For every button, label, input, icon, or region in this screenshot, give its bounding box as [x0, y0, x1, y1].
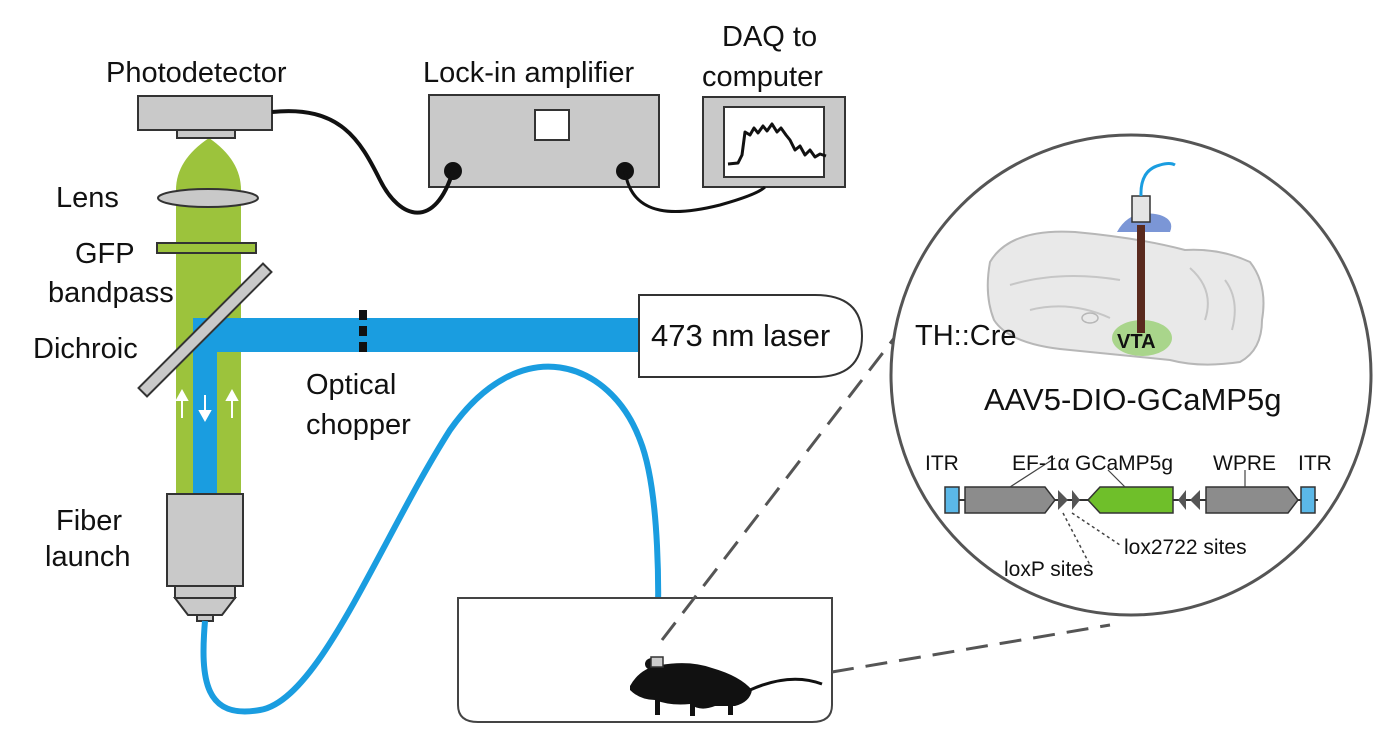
itr-left-box: [944, 486, 960, 514]
daq-label-line1: DAQ to: [722, 21, 817, 53]
up-arrow-icon: [175, 388, 189, 418]
photodetector: [137, 95, 273, 139]
lock-in-amplifier: [428, 94, 660, 188]
optical-fiber: [200, 363, 662, 715]
lockin-amplifier-label: Lock-in amplifier: [423, 57, 634, 89]
fiber-launch-label-line2: launch: [45, 541, 130, 573]
lens-label: Lens: [56, 182, 119, 214]
ef1a-label: EF-1α: [1012, 452, 1070, 475]
gcamp-arrow: [1086, 486, 1174, 514]
daq-cable: [623, 170, 767, 214]
construct-map: [944, 457, 1318, 566]
daq-monitor: [702, 96, 846, 188]
daq-trace: [727, 122, 827, 166]
up-arrow-icon: [225, 388, 239, 418]
chopper-label-line2: chopper: [306, 409, 411, 441]
gfp-bandpass-filter: [156, 242, 257, 254]
inset-fiber-cable: [1139, 162, 1176, 197]
head-implant: [650, 656, 664, 668]
gcamp-label: GCaMP5g: [1075, 452, 1173, 475]
photodetector-cable: [271, 109, 455, 215]
lox2722-label: lox2722 sites: [1124, 536, 1247, 559]
laser-473nm: [638, 294, 864, 378]
wpre-arrow: [1205, 486, 1299, 514]
wpre-label: WPRE: [1213, 452, 1276, 475]
zoom-line-lower: [831, 623, 1111, 674]
down-arrow-icon: [198, 395, 212, 423]
gfp-label-line1: GFP: [75, 238, 135, 270]
implanted-fiber: [1137, 225, 1145, 333]
ferrule: [1131, 195, 1151, 223]
dichroic-label: Dichroic: [33, 333, 138, 365]
aav-label: AAV5-DIO-GCaMP5g: [984, 382, 1281, 417]
ef1a-arrow: [964, 486, 1056, 514]
photodetector-label: Photodetector: [106, 57, 287, 89]
lens: [157, 188, 259, 208]
blue-horizontal-beam: [193, 318, 643, 352]
gfp-label-line2: bandpass: [48, 277, 174, 309]
itr-right-label: ITR: [1298, 452, 1332, 475]
daq-label-line2: computer: [702, 61, 823, 93]
behavior-tray: [457, 597, 833, 723]
itr-right-box: [1300, 486, 1316, 514]
dichroic-mirror: [137, 262, 273, 398]
zoom-line-upper: [660, 284, 937, 641]
brain-icon: [986, 162, 1265, 366]
th-cre-label: TH::Cre: [915, 320, 1017, 352]
itr-left-label: ITR: [925, 452, 959, 475]
vta-region: [1112, 320, 1172, 356]
loxp-label: loxP sites: [1004, 558, 1094, 581]
fiber-launch: [166, 493, 244, 622]
fiber-launch-label-line1: Fiber: [56, 505, 122, 537]
vta-label: VTA: [1117, 331, 1156, 353]
chopper-label-line1: Optical: [306, 369, 396, 401]
optical-chopper: [359, 310, 367, 352]
laser-label: 473 nm laser: [651, 318, 830, 353]
